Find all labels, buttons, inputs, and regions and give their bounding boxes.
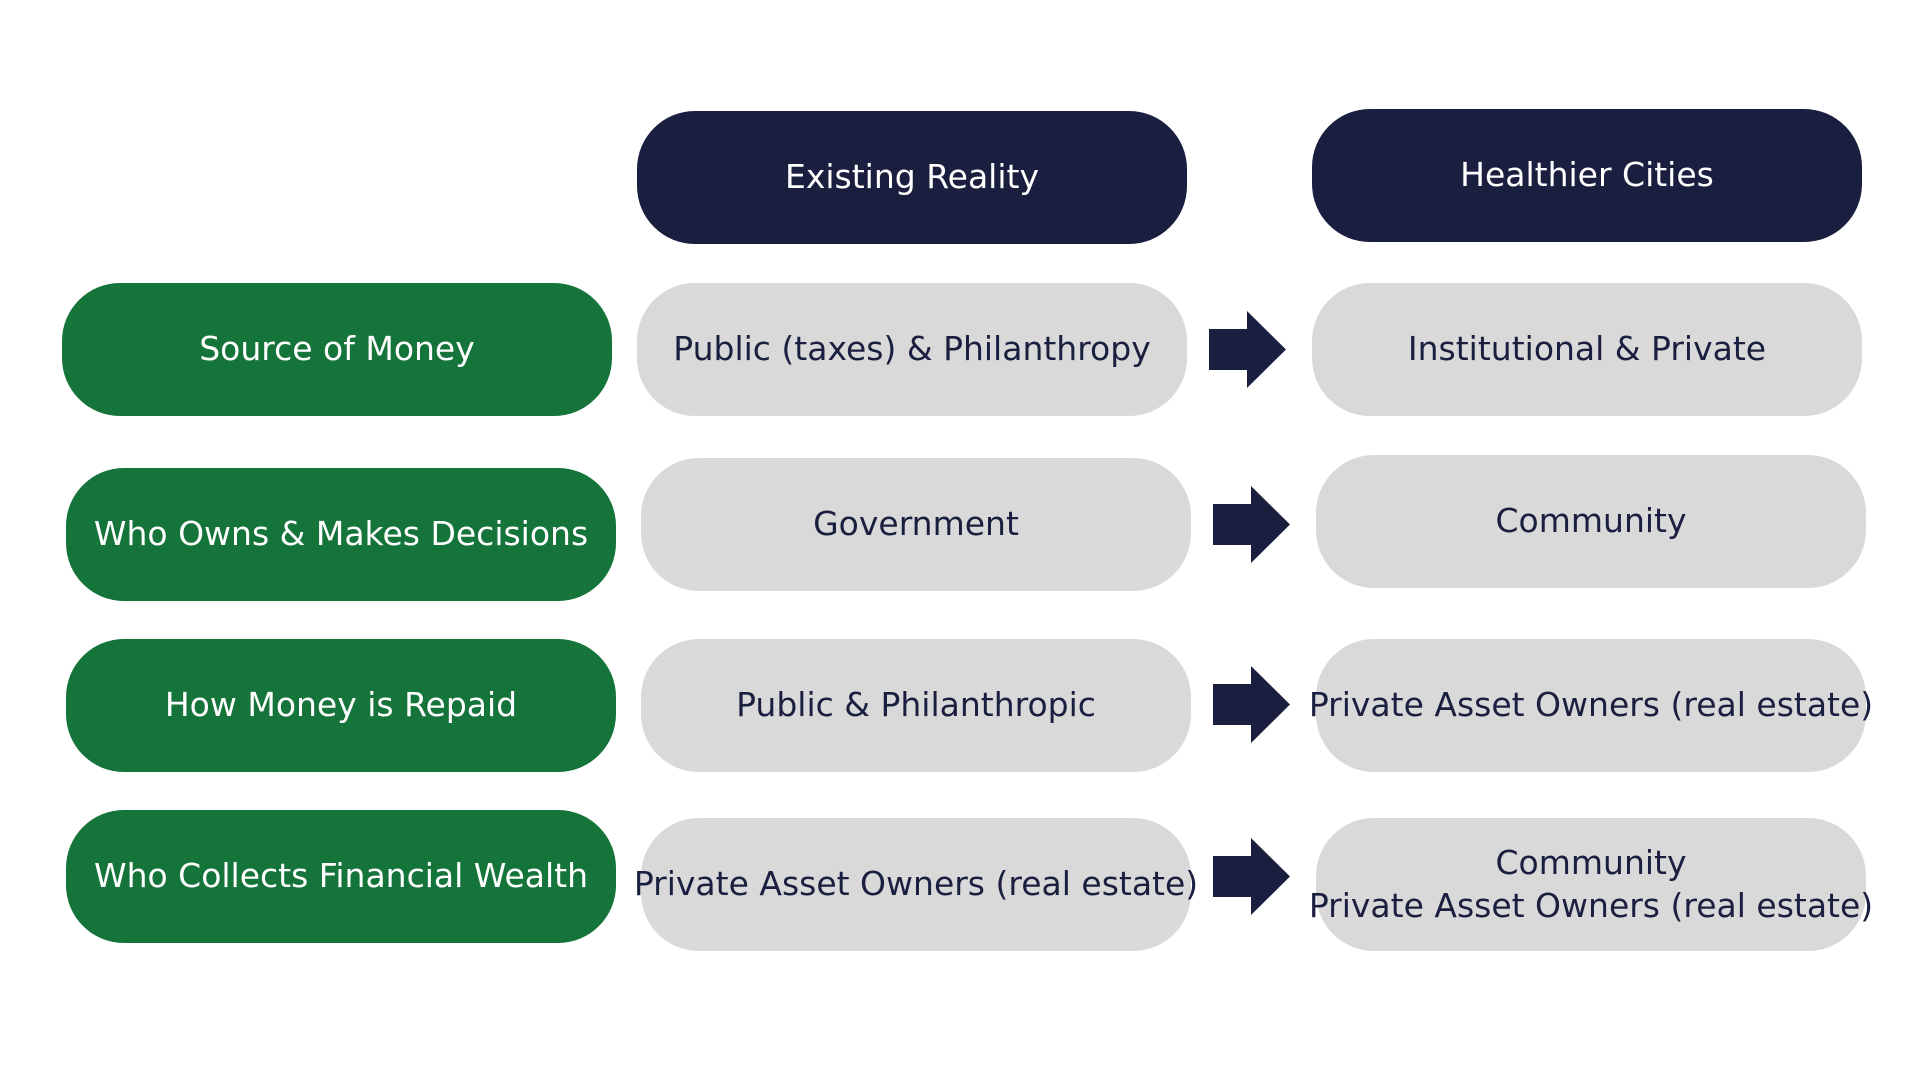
cell-text: Public & Philanthropic	[736, 685, 1096, 725]
healthier-cell-how-money-is-repaid: Private Asset Owners (real estate)	[1309, 639, 1873, 772]
row-label-text: Source of Money	[199, 329, 475, 369]
row-label-text: Who Collects Financial Wealth	[93, 856, 589, 896]
right-arrow-icon	[1209, 311, 1286, 388]
cell-text-line-1: Community	[1495, 842, 1687, 882]
right-arrow-icon	[1213, 666, 1290, 743]
healthier-cell-who-collects-financial-wealth: Community Private Asset Owners (real est…	[1309, 818, 1873, 951]
right-arrow-icon	[1213, 838, 1290, 915]
cell-text: Public (taxes) & Philanthropy	[673, 329, 1151, 369]
right-arrow-icon	[1213, 486, 1290, 563]
existing-cell-who-collects-financial-wealth: Private Asset Owners (real estate)	[634, 818, 1198, 951]
healthier-cell-who-owns-makes-decisions: Community	[1316, 455, 1866, 588]
column-header-healthier-cities: Healthier Cities	[1312, 109, 1862, 242]
column-header-existing-reality: Existing Reality	[637, 111, 1187, 244]
cell-text: Private Asset Owners (real estate)	[633, 864, 1199, 904]
cell-text-line-2: Private Asset Owners (real estate)	[1308, 885, 1874, 925]
row-label-source-of-money: Source of Money	[62, 283, 612, 416]
existing-cell-who-owns-makes-decisions: Government	[641, 458, 1191, 591]
cell-text: Government	[813, 504, 1019, 544]
healthier-cell-source-of-money: Institutional & Private	[1312, 283, 1862, 416]
cell-text: Community	[1495, 501, 1687, 541]
column-header-label: Existing Reality	[785, 157, 1039, 197]
row-label-text: Who Owns & Makes Decisions	[93, 514, 589, 554]
cell-text: Private Asset Owners (real estate)	[1308, 685, 1874, 725]
cell-text: Institutional & Private	[1407, 329, 1767, 369]
row-label-text: How Money is Repaid	[164, 685, 518, 725]
column-header-label: Healthier Cities	[1460, 155, 1714, 195]
row-label-who-owns-makes-decisions: Who Owns & Makes Decisions	[66, 468, 616, 601]
row-label-how-money-is-repaid: How Money is Repaid	[66, 639, 616, 772]
existing-cell-how-money-is-repaid: Public & Philanthropic	[641, 639, 1191, 772]
row-label-who-collects-financial-wealth: Who Collects Financial Wealth	[66, 810, 616, 943]
existing-cell-source-of-money: Public (taxes) & Philanthropy	[637, 283, 1187, 416]
